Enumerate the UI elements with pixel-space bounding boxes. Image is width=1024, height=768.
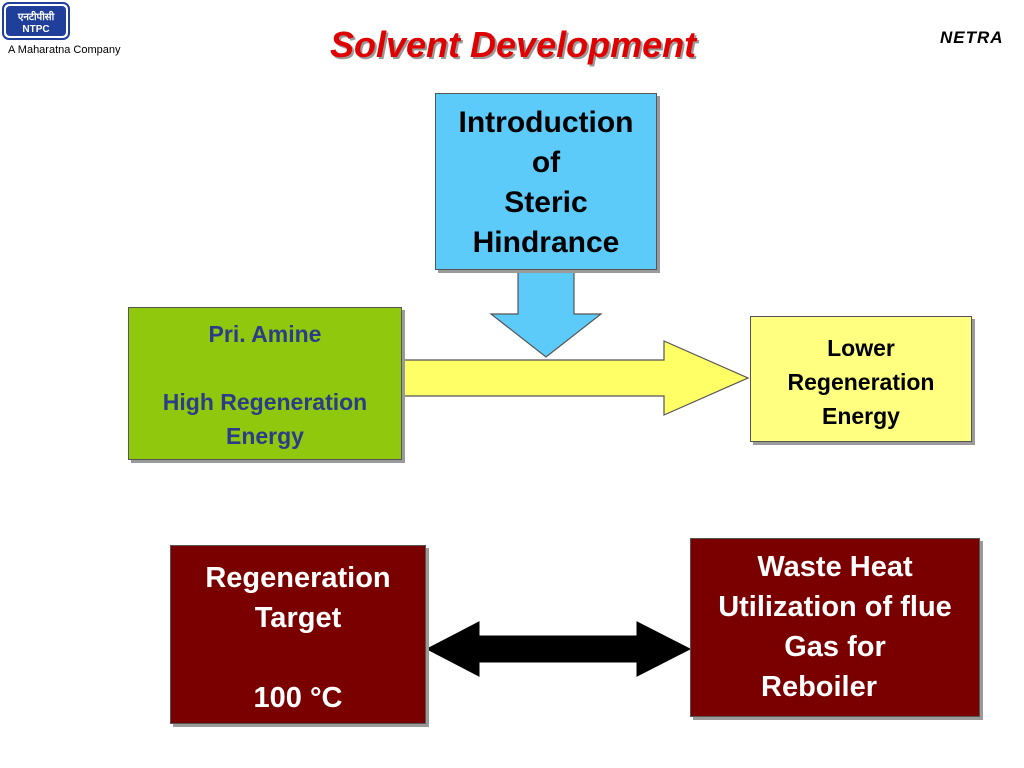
- waste-line-3: Gas for: [784, 631, 886, 663]
- waste-line-1: Waste Heat: [757, 551, 913, 583]
- steric-hindrance-box: Introduction of Steric Hindrance: [435, 93, 657, 270]
- slide-title: Solvent Development: [330, 24, 697, 65]
- svg-text:एनटीपीसी: एनटीपीसी: [17, 10, 55, 23]
- primary-line-4: Energy: [226, 423, 304, 449]
- netra-brand: NETRA: [940, 28, 1004, 47]
- lower-line-3: Energy: [822, 403, 900, 429]
- primary-line-1: Pri. Amine: [208, 321, 322, 347]
- right-arrow: [401, 340, 750, 416]
- target-line-4: 100 °C: [253, 682, 343, 714]
- waste-heat-box: Waste Heat Utilization of flue Gas for R…: [690, 538, 980, 717]
- ntpc-logo: एनटीपीसी NTPC: [2, 2, 70, 40]
- down-arrow: [489, 269, 603, 358]
- target-line-1: Regeneration: [205, 562, 391, 594]
- steric-line-3: Steric: [504, 186, 588, 219]
- lower-line-2: Regeneration: [787, 369, 935, 395]
- waste-line-4: Reboiler: [761, 671, 878, 703]
- primary-amine-box: Pri. Amine High Regeneration Energy: [128, 307, 402, 460]
- lower-regeneration-box: Lower Regeneration Energy: [750, 316, 972, 442]
- steric-line-4: Hindrance: [472, 226, 620, 259]
- target-line-2: Target: [254, 602, 342, 634]
- steric-line-2: of: [531, 146, 561, 179]
- company-tagline: A Maharatna Company: [8, 44, 121, 56]
- lower-line-1: Lower: [827, 335, 895, 361]
- steric-line-1: Introduction: [458, 106, 634, 139]
- waste-line-2: Utilization of flue: [718, 591, 952, 623]
- svg-text:NTPC: NTPC: [22, 24, 49, 35]
- double-arrow: [425, 621, 692, 677]
- primary-line-3: High Regeneration: [162, 389, 368, 415]
- regeneration-target-box: Regeneration Target 100 °C: [170, 545, 426, 724]
